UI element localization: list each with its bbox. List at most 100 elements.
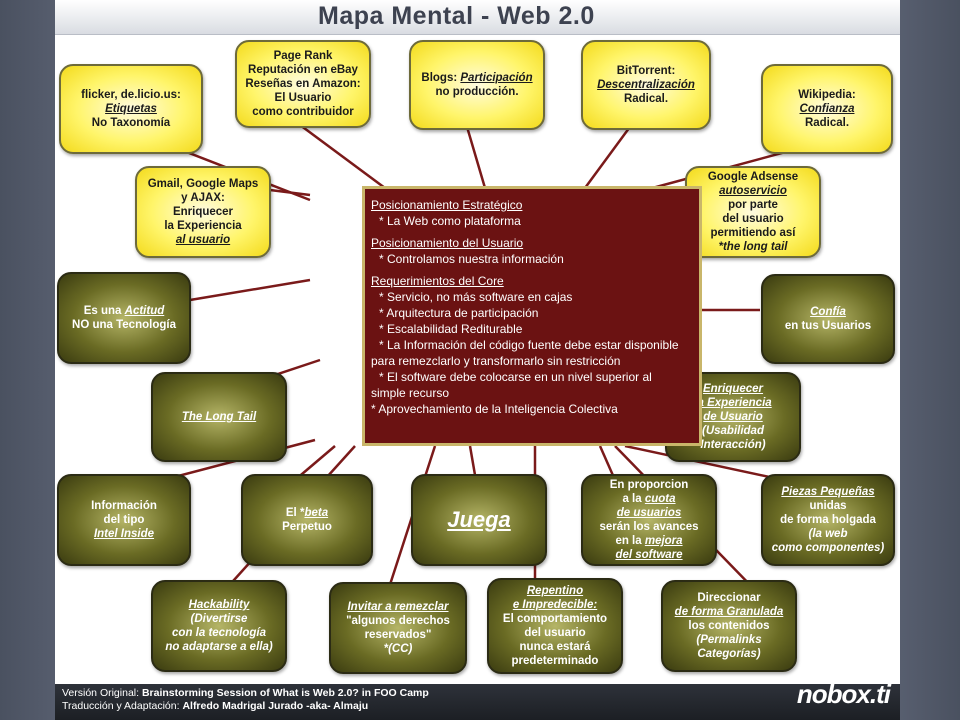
node-text: flicker, de.licio.us: <box>81 89 181 101</box>
node-text: Hackability <box>188 599 250 611</box>
node-text: Confianza <box>799 103 855 115</box>
page-title: Mapa Mental - Web 2.0 <box>318 2 595 30</box>
node-text: del usuario <box>524 627 586 639</box>
node-text: de usuarios <box>616 507 682 519</box>
node-text: reservados" <box>364 629 432 641</box>
node-text: Radical. <box>804 117 850 129</box>
node-proporcion: En proporcion a la cuota de usuarios ser… <box>581 474 717 566</box>
node-text: Enriquecer <box>172 206 234 218</box>
node-confia: Confía en tus Usuarios <box>761 274 895 364</box>
node-text: El * <box>285 507 305 519</box>
node-piezas: Piezas Pequeñas unidas de forma holgada … <box>761 474 895 566</box>
node-text: como componentes) <box>771 542 885 554</box>
node-text: con la tecnología <box>172 627 266 639</box>
node-text: (la web <box>808 528 848 540</box>
central-topic-box: Posicionamiento Estratégico * La Web com… <box>362 186 702 446</box>
section-item: * Arquitectura de participación <box>379 306 539 320</box>
node-text: Google Adsense <box>707 171 799 183</box>
node-adsense: Google Adsense autoservicio por parte de… <box>685 166 821 258</box>
node-text: *the long tail <box>718 241 788 253</box>
credit-value: Brainstorming Session of What is Web 2.0… <box>141 687 429 699</box>
node-text: Radical. <box>623 93 669 105</box>
node-text: la Experiencia <box>694 397 772 409</box>
node-text: El comportamiento <box>502 613 608 625</box>
node-text: beta <box>304 507 329 519</box>
node-text: unidas <box>809 500 847 512</box>
node-text: no producción. <box>435 86 519 98</box>
node-text: Categorías) <box>697 648 761 660</box>
nobox-logo: nobox.ti <box>796 679 891 709</box>
node-text: (Divertirse <box>190 613 248 625</box>
node-text: los contenidos <box>688 620 770 632</box>
node-text: En proporcion <box>609 479 689 491</box>
node-text: del software <box>615 549 683 561</box>
node-beta: El *beta Perpetuo <box>241 474 373 566</box>
node-bittorrent: BitTorrent: Descentralización Radical. <box>581 40 711 130</box>
node-actitud: Es una Actitud NO una Tecnología <box>57 272 191 364</box>
node-text: permitiendo así <box>710 227 796 239</box>
node-text: de forma holgada <box>780 514 876 526</box>
node-text: de Usuario <box>703 411 763 423</box>
node-text: no adaptarse a ella) <box>165 641 273 653</box>
node-text: en la <box>615 535 645 547</box>
node-text: Blogs: <box>421 72 461 84</box>
node-direccionar: Direccionar de forma Granulada los conte… <box>661 580 797 672</box>
node-text: NO una Tecnología <box>72 319 176 331</box>
node-text: No Taxonomía <box>91 117 171 129</box>
node-text: *(CC) <box>383 643 413 655</box>
section-heading: Posicionamiento Estratégico <box>371 198 523 212</box>
section-item: * Escalabilidad Rediturable <box>379 322 523 336</box>
node-remezclar: Invitar a remezclar "algunos derechos re… <box>329 582 467 674</box>
title-bar: Mapa Mental - Web 2.0 <box>55 0 900 35</box>
node-text: Direccionar <box>697 592 761 604</box>
node-text: Descentralización <box>597 79 695 91</box>
node-intel: Información del tipo Intel Inside <box>57 474 191 566</box>
node-text: cuota <box>644 493 676 505</box>
node-text: Wikipedia: <box>798 89 856 101</box>
node-text: Confía <box>810 306 846 318</box>
node-text: Es una <box>83 305 125 317</box>
node-text: Actitud <box>124 305 165 317</box>
node-text: "algunos derechos <box>346 615 450 627</box>
node-longtail: The Long Tail <box>151 372 287 462</box>
node-text: Perpetuo <box>282 521 332 533</box>
node-text: predeterminado <box>511 655 599 667</box>
node-text: como contribuidor <box>252 106 354 118</box>
node-juega: Juega <box>411 474 547 566</box>
node-text: del usuario <box>722 213 784 225</box>
node-text: Piezas Pequeñas <box>781 486 875 498</box>
credit-label: Versión Original: <box>62 687 142 699</box>
node-text: The Long Tail <box>181 411 257 423</box>
node-text: e Impredecible: <box>512 599 598 611</box>
node-text: (Usabilidad <box>702 425 764 437</box>
section-item: * Controlamos nuestra información <box>379 252 564 266</box>
node-text: Enriquecer <box>702 383 764 395</box>
section-item: * Aprovechamiento de la Inteligencia Col… <box>371 402 618 416</box>
node-text: Reseñas en Amazon: <box>245 78 361 90</box>
node-text: nunca estará <box>519 641 591 653</box>
node-text: Juega <box>447 507 511 532</box>
node-text: de forma Granulada <box>674 606 784 618</box>
node-text: por parte <box>728 199 778 211</box>
section-item: simple recurso <box>371 386 450 400</box>
node-text: (Permalinks <box>696 634 762 646</box>
node-text: al usuario <box>175 234 231 246</box>
node-text: en tus Usuarios <box>784 320 872 332</box>
node-text: BitTorrent: <box>616 65 676 77</box>
node-wikipedia: Wikipedia: Confianza Radical. <box>761 64 893 154</box>
section-heading: Posicionamiento del Usuario <box>371 236 524 250</box>
node-text: Reputación en eBay <box>248 64 358 76</box>
node-text: del tipo <box>103 514 145 526</box>
section-item: * El software debe colocarse en un nivel… <box>379 370 652 384</box>
node-text: autoservicio <box>719 185 787 197</box>
section-item: * La Información del código fuente debe … <box>379 338 679 352</box>
node-text: la Experiencia <box>164 220 242 232</box>
node-text: mejora <box>644 535 683 547</box>
node-blogs: Blogs: Participación no producción. <box>409 40 545 130</box>
node-repentino: Repentino e Impredecible: El comportamie… <box>487 578 623 674</box>
node-text: Intel Inside <box>93 528 155 540</box>
node-pagerank: Page Rank Reputación en eBay Reseñas en … <box>235 40 371 128</box>
node-hackability: Hackability (Divertirse con la tecnologí… <box>151 580 287 672</box>
node-text: y AJAX: <box>181 192 225 204</box>
section-item: para remezclarlo y transformarlo sin res… <box>371 354 621 368</box>
